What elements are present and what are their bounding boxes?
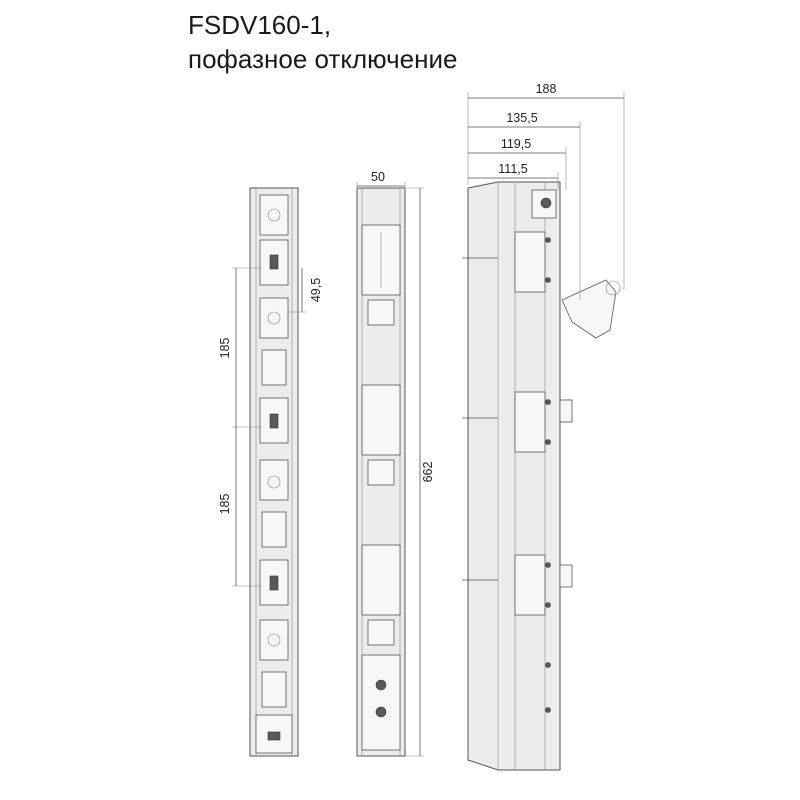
side-view: 188 135,5 119,5 111,5 xyxy=(462,82,625,771)
bottom-terminal xyxy=(361,654,401,751)
product-subtitle: пофазное отключение xyxy=(188,44,458,74)
fuse-carrier-3 xyxy=(361,544,401,616)
dim-front-width: 50 xyxy=(371,170,385,184)
terminal-1 xyxy=(259,297,289,339)
rear-view: 185 185 49,5 xyxy=(218,187,323,757)
dim-phase-pitch-1: 185 xyxy=(218,338,232,359)
dim-depth-111: 111,5 xyxy=(498,162,527,176)
dim-depth-188: 188 xyxy=(536,82,557,96)
dim-total-height: 662 xyxy=(421,462,435,483)
side-body xyxy=(467,181,561,771)
title-block: FSDV160-1, пофазное отключение xyxy=(188,8,457,76)
product-title: FSDV160-1, xyxy=(188,10,332,40)
front-view: 50 662 xyxy=(356,170,435,757)
operating-handle xyxy=(561,279,617,339)
dim-phase-pitch-2: 185 xyxy=(218,494,232,515)
fuse-carrier-2 xyxy=(361,384,401,456)
terminal-3 xyxy=(259,619,289,661)
dim-depth-119: 119,5 xyxy=(501,137,531,151)
dim-depth-135: 135,5 xyxy=(506,111,537,125)
dim-terminal-offset: 49,5 xyxy=(309,278,323,302)
top-terminal xyxy=(259,194,289,236)
terminal-2 xyxy=(259,459,289,501)
